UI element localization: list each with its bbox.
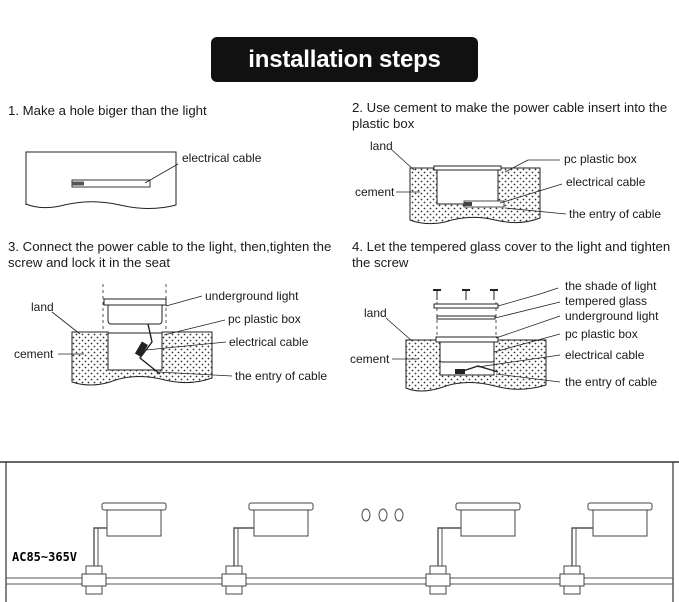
underground-light xyxy=(439,339,495,363)
cement-block xyxy=(405,339,547,392)
label-cement: cement xyxy=(355,185,395,199)
cement-block xyxy=(409,167,541,225)
step-2-diagram: land cement pc plastic box electrical ca… xyxy=(355,139,661,225)
wired-light-1 xyxy=(81,502,167,595)
label-shade-of-light: the shade of light xyxy=(565,279,657,293)
label-land: land xyxy=(31,300,54,314)
label-cement: cement xyxy=(350,352,390,366)
plastic-box xyxy=(107,332,163,371)
label-cement: cement xyxy=(14,347,54,361)
label-land: land xyxy=(364,306,387,320)
step-4-diagram: land cement the shade of light tempered … xyxy=(350,279,659,392)
label-entry-of-cable: the entry of cable xyxy=(235,369,327,383)
light-shade xyxy=(433,303,499,309)
screw-icon xyxy=(462,289,470,300)
label-electrical-cable: electrical cable xyxy=(182,151,262,165)
step-2-title: 2. Use cement to make the power cable in… xyxy=(352,100,668,131)
step-3-title: 3. Connect the power cable to the light,… xyxy=(8,239,332,270)
cement-block xyxy=(71,331,213,386)
tempered-glass xyxy=(436,315,496,320)
page-title: installation steps xyxy=(248,45,441,73)
label-underground-light: underground light xyxy=(565,309,659,323)
wired-light-4 xyxy=(559,502,653,595)
wired-light-2 xyxy=(221,502,314,595)
label-entry-of-cable: the entry of cable xyxy=(569,207,661,221)
screw-icon xyxy=(433,289,441,300)
step-1-title: 1. Make a hole biger than the light xyxy=(8,103,207,118)
label-underground-light: underground light xyxy=(205,289,299,303)
label-electrical-cable: electrical cable xyxy=(565,348,645,362)
label-pc-plastic-box: pc plastic box xyxy=(228,312,301,326)
label-land: land xyxy=(370,139,393,153)
wiring-diagram: AC85~365V xyxy=(0,461,679,602)
plastic-box xyxy=(436,168,499,205)
label-electrical-cable: electrical cable xyxy=(229,335,309,349)
label-electrical-cable: electrical cable xyxy=(566,175,646,189)
label-entry-of-cable: the entry of cable xyxy=(565,375,657,389)
ellipsis-icon xyxy=(361,508,371,522)
wired-light-3 xyxy=(425,502,521,595)
step-1-diagram: electrical cable xyxy=(25,151,262,209)
title-badge: installation steps xyxy=(211,37,478,82)
ellipsis-icon xyxy=(394,508,404,522)
screw-icon xyxy=(490,289,498,300)
voltage-label: AC85~365V xyxy=(12,550,77,564)
ellipsis-icon xyxy=(378,508,388,522)
label-pc-plastic-box: pc plastic box xyxy=(564,152,637,166)
label-pc-plastic-box: pc plastic box xyxy=(565,327,638,341)
step-4-title: 4. Let the tempered glass cover to the l… xyxy=(352,239,671,270)
step-3-diagram: land cement underground light pc plastic… xyxy=(14,284,327,386)
label-tempered-glass: tempered glass xyxy=(565,294,647,308)
